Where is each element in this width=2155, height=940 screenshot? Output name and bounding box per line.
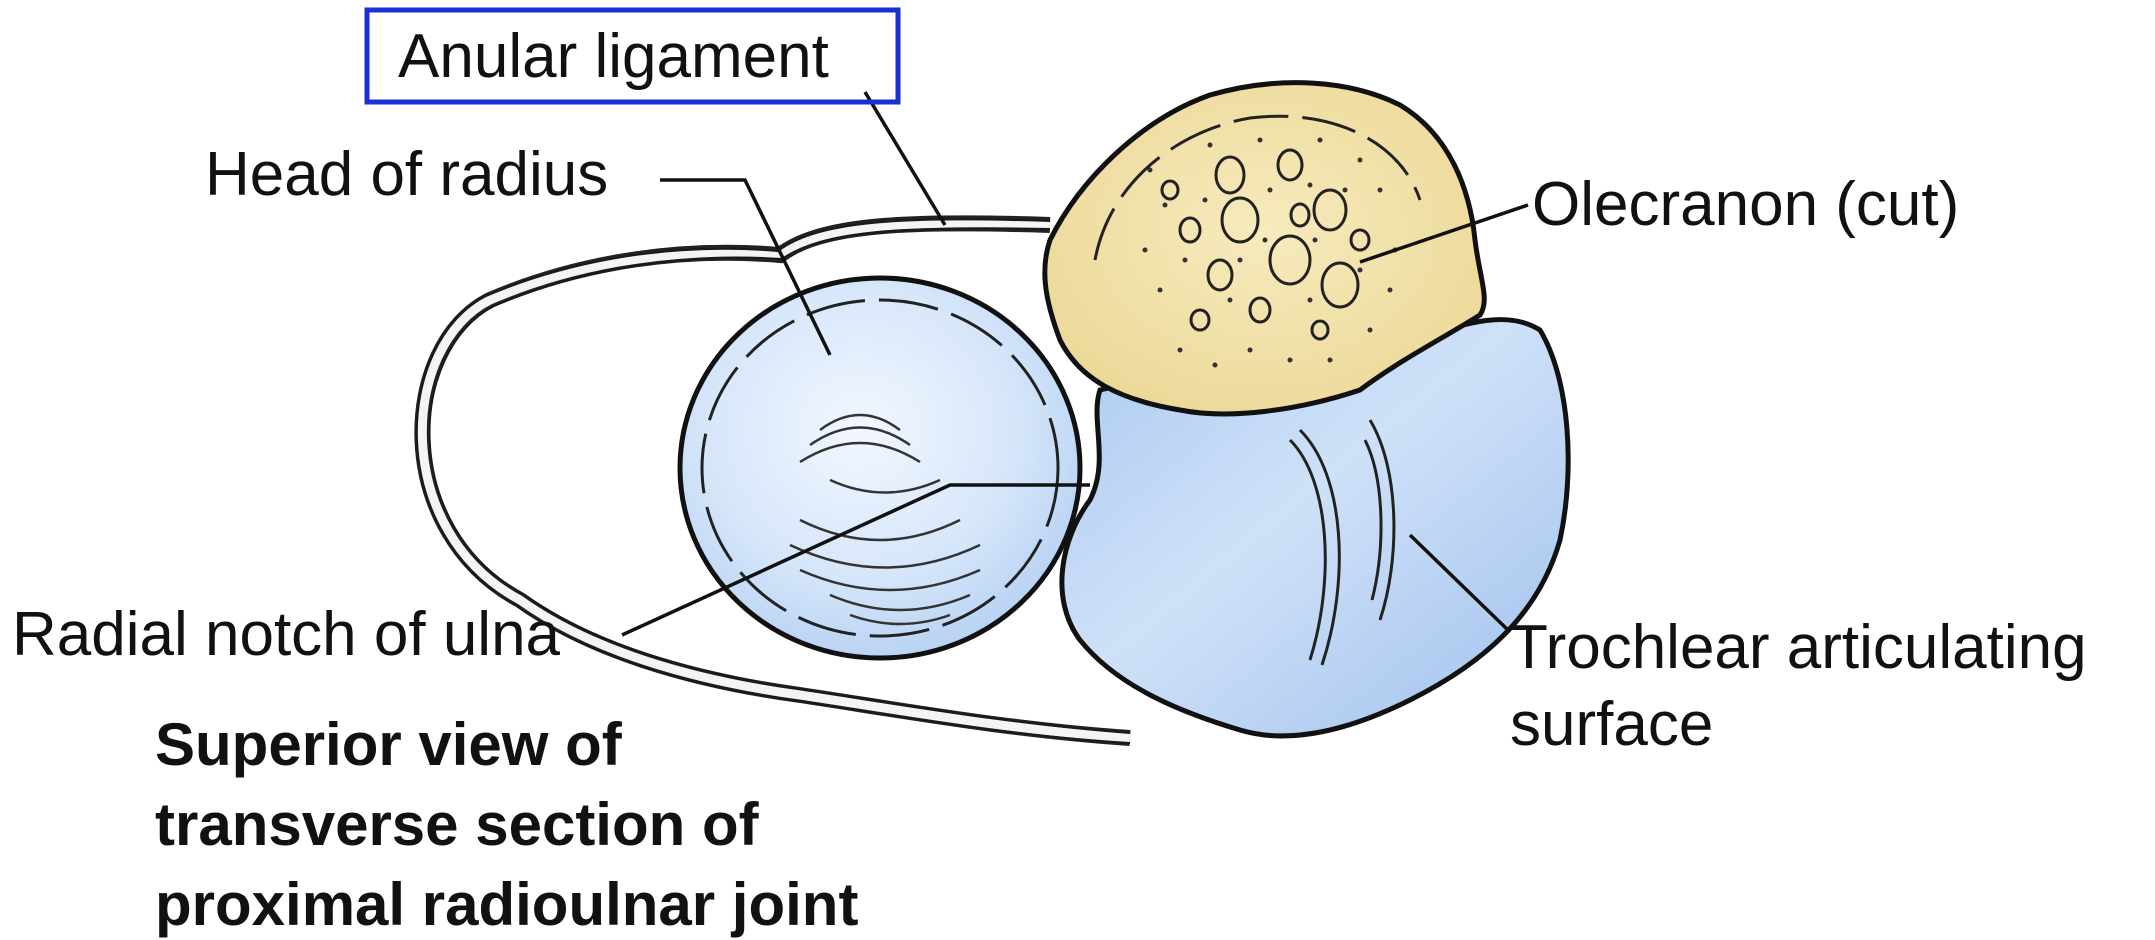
label-trochlear-line2: surface [1510,690,1713,759]
head-of-radius [680,278,1080,658]
caption-line1: Superior view of [155,711,623,778]
label-trochlear-line1: Trochlear articulating [1510,613,2087,682]
label-head-of-radius: Head of radius [205,140,608,209]
label-radial-notch: Radial notch of ulna [12,600,561,669]
label-olecranon: Olecranon (cut) [1532,170,1959,239]
label-anular-ligament: Anular ligament [398,22,829,91]
caption-line3: proximal radioulnar joint [155,871,858,938]
leader-anular-ligament [865,92,945,225]
caption-line2: transverse section of [155,791,760,858]
